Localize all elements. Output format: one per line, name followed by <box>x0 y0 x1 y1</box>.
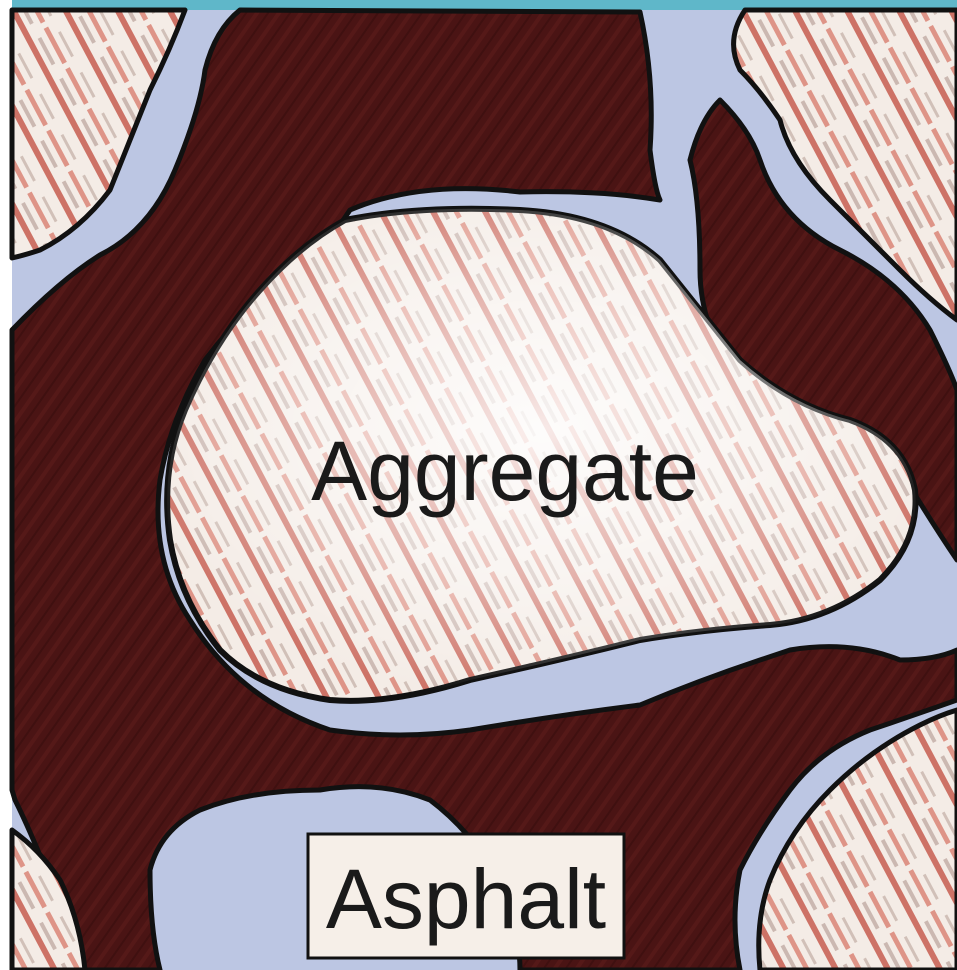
aggregate-label: Aggregate <box>311 424 699 518</box>
asphalt-label: Asphalt <box>326 852 606 946</box>
